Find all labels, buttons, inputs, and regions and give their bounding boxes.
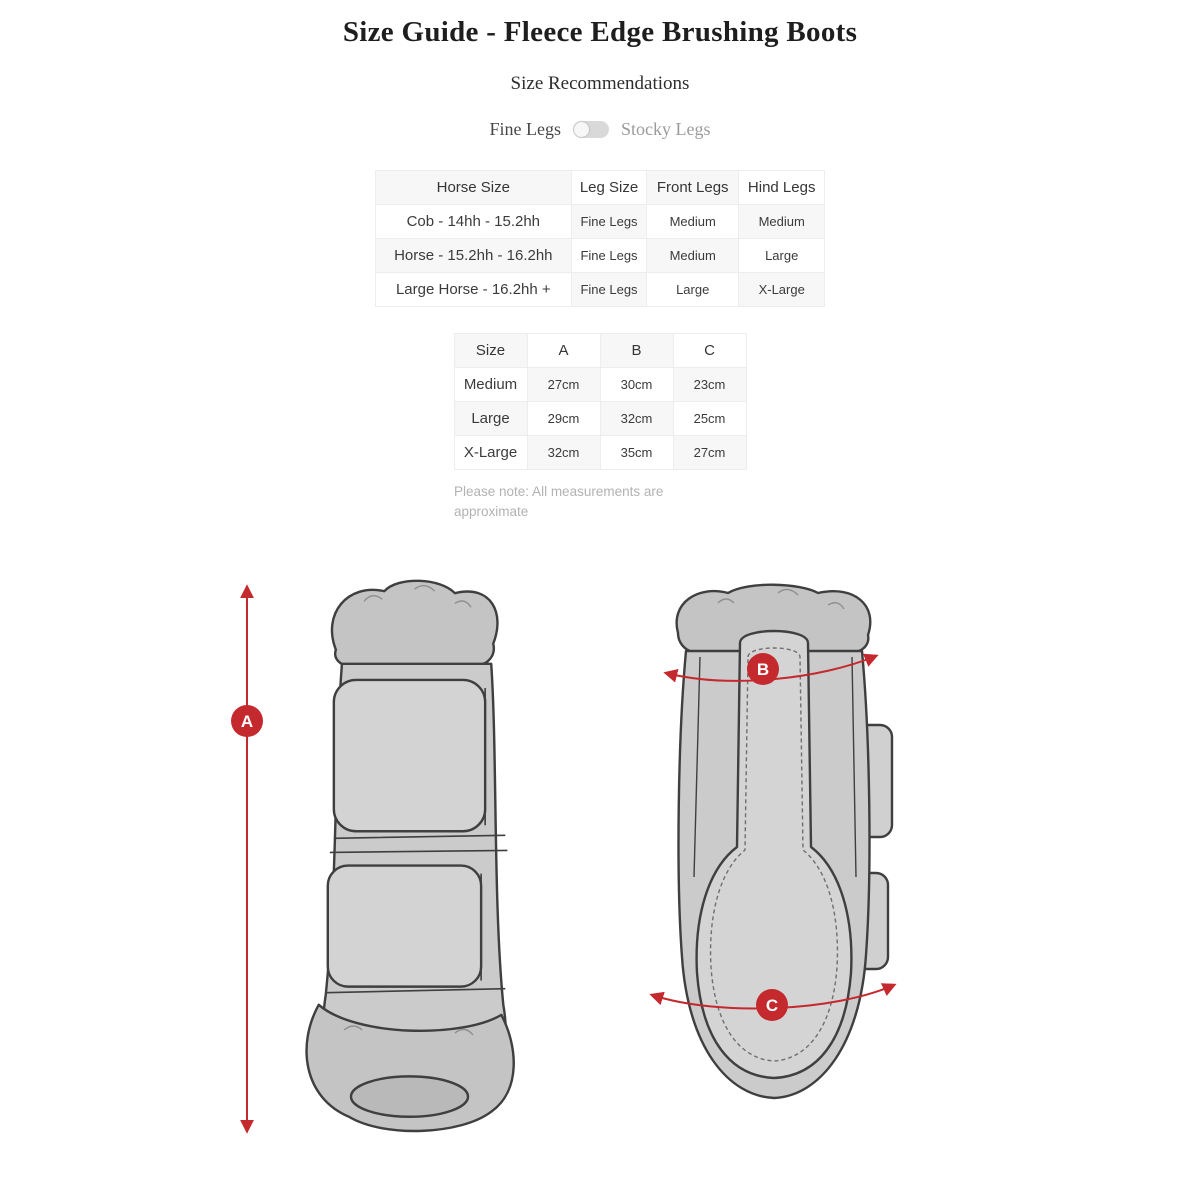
column-header: A — [526, 333, 601, 368]
page-subtitle: Size Recommendations — [510, 73, 690, 94]
table-cell: Medium — [646, 238, 740, 273]
toggle-knob — [574, 122, 589, 137]
table-cell: Cob - 14hh - 15.2hh — [374, 204, 572, 239]
table-cell: Large — [738, 238, 826, 273]
column-header: Leg Size — [570, 170, 648, 205]
svg-text:A: A — [241, 712, 253, 731]
table-cell: 35cm — [599, 435, 674, 470]
table-cell: 30cm — [599, 367, 674, 402]
table-cell: Large — [453, 401, 528, 436]
table-cell: 29cm — [526, 401, 601, 436]
table-cell: X-Large — [453, 435, 528, 470]
column-header: C — [672, 333, 747, 368]
table-cell: Large — [646, 272, 740, 307]
table-cell: Horse - 15.2hh - 16.2hh — [374, 238, 572, 273]
table-cell: 25cm — [672, 401, 747, 436]
table-cell: 27cm — [672, 435, 747, 470]
column-header: Size — [453, 333, 528, 368]
column-header: Front Legs — [646, 170, 740, 205]
table-cell: Medium — [738, 204, 826, 239]
column-header: B — [599, 333, 674, 368]
measurement-marker-a: A — [231, 705, 263, 738]
stocky-legs-label[interactable]: Stocky Legs — [621, 119, 711, 139]
table-cell: Medium — [453, 367, 528, 402]
table-cell: X-Large — [738, 272, 826, 307]
measurements-note: Please note: All measurements are approx… — [454, 484, 664, 519]
table-cell: Medium — [646, 204, 740, 239]
measurement-annotations: A B C — [231, 584, 897, 1134]
table-cell: 32cm — [599, 401, 674, 436]
page-title: Size Guide - Fleece Edge Brushing Boots — [342, 16, 858, 48]
table-cell: Fine Legs — [570, 204, 648, 239]
size-diagram: A B C — [0, 571, 1200, 1157]
table-cell: Fine Legs — [570, 272, 648, 307]
table-cell: Fine Legs — [570, 238, 648, 273]
column-header: Horse Size — [374, 170, 572, 205]
column-header: Hind Legs — [738, 170, 826, 205]
table-cell: 27cm — [526, 367, 601, 402]
table-cell: 23cm — [672, 367, 747, 402]
boot-back-illustration — [675, 583, 894, 1100]
fine-legs-label[interactable]: Fine Legs — [489, 119, 562, 139]
table-cell: 32cm — [526, 435, 601, 470]
legs-toggle-switch[interactable] — [573, 121, 609, 138]
table-cell: Large Horse - 16.2hh + — [374, 272, 572, 307]
boot-front-illustration — [305, 579, 515, 1133]
leg-type-toggle-row: Fine Legs Stocky Legs — [0, 119, 1200, 140]
